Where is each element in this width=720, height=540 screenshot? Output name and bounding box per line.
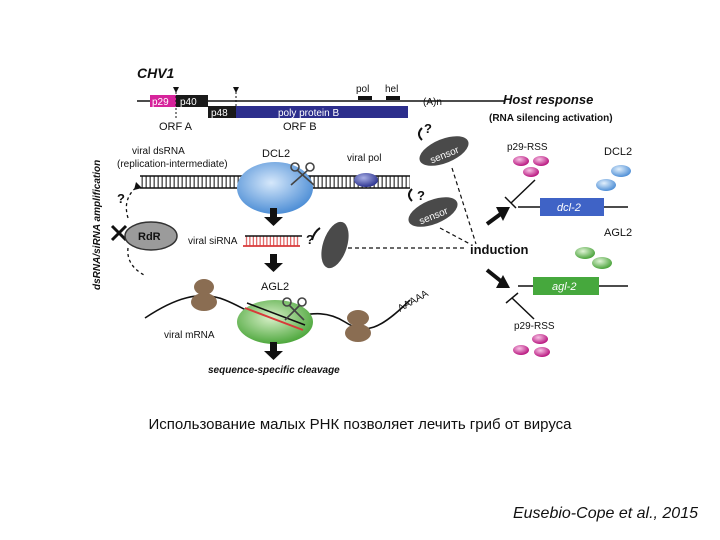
signal-dash-middle <box>439 227 471 245</box>
induction-arrow-up <box>485 207 510 226</box>
p40-box <box>176 95 208 107</box>
agl2-host-protein-label: AGL2 <box>604 227 632 239</box>
question-mark-middle: ? <box>417 188 425 203</box>
amplification-loop-up <box>125 185 139 219</box>
viral-dsrna-label: viral dsRNA <box>132 146 185 157</box>
ribosome-right <box>345 310 371 342</box>
loaded-mrna-segment <box>246 302 306 326</box>
p29-rss-upper-proteins <box>513 156 549 177</box>
arrow3-head <box>264 351 283 360</box>
orf-b-label: ORF B <box>283 121 317 133</box>
dcl2-gene-box <box>540 198 604 216</box>
pol-label: pol <box>356 84 369 95</box>
amplification-arrowhead-up <box>134 182 142 190</box>
aaaaa-label: AAAAA <box>396 288 431 314</box>
poly-protein-b-box <box>236 106 408 118</box>
hel-label: hel <box>385 84 398 95</box>
induction-arrow-down <box>485 268 510 288</box>
sirna-rungs <box>245 236 300 246</box>
p29-cleavage-arrowhead <box>173 87 179 93</box>
p48-label: p48 <box>211 108 228 119</box>
induction-label: induction <box>470 242 529 257</box>
slide-caption: Использование малых РНК позволяет лечить… <box>148 416 572 433</box>
agl2-scissors-icon <box>282 297 307 321</box>
ribosome-left <box>191 279 217 311</box>
hel-bar <box>386 96 400 100</box>
p48-cleavage-arrowhead <box>233 87 239 93</box>
amplification-side-label: dsRNA/siRNA amplification <box>92 160 103 290</box>
cleavage-label: sequence-specific cleavage <box>208 365 340 376</box>
host-response-title: Host response <box>503 92 593 107</box>
p48-box <box>208 106 236 118</box>
agl2-gene-box <box>533 277 599 295</box>
rdr-label: RdR <box>138 231 161 243</box>
sensor-lower: sensor <box>311 221 362 269</box>
viral-dsrna-sublabel: (replication-intermediate) <box>117 159 228 170</box>
sensor-middle: sensor <box>408 188 458 227</box>
loaded-sirna-strand <box>244 307 304 331</box>
rdr-enzyme <box>124 221 178 251</box>
arrow3-shaft <box>270 342 277 352</box>
arrow1-head <box>264 217 283 226</box>
viral-pol-label: viral pol <box>347 153 381 164</box>
viral-pol-enzyme <box>354 173 378 187</box>
orf-a-label: ORF A <box>159 121 193 133</box>
dcl2-host-proteins <box>596 165 631 191</box>
p29-rss-lower-label: p29-RSS <box>514 321 555 332</box>
citation: Eusebio-Cope et al., 2015 <box>512 505 698 522</box>
dcl2-scissors-icon <box>290 162 315 186</box>
dcl2-enzyme <box>237 162 313 214</box>
p29-rss-upper-label: p29-RSS <box>507 142 548 153</box>
p29-label: p29 <box>152 97 169 108</box>
viral-mrna-label: viral mRNA <box>164 330 215 341</box>
signal-dash-upper <box>451 167 477 245</box>
host-response-subtitle: (RNA silencing activation) <box>489 113 613 124</box>
agl2-host-proteins <box>575 247 612 269</box>
arrow2-shaft <box>270 254 277 264</box>
agl2-enzyme-label: AGL2 <box>261 281 289 293</box>
pol-bar <box>358 96 372 100</box>
poly-protein-b-label: poly protein B <box>278 108 339 119</box>
dcl2-host-protein-label: DCL2 <box>604 146 632 158</box>
agl2-gene-label: agl-2 <box>552 281 576 293</box>
dcl2-gene-label: dcl-2 <box>557 202 581 214</box>
question-mark-left: ? <box>117 191 125 206</box>
arrow1-shaft <box>270 208 277 218</box>
arrow2-head <box>264 263 283 272</box>
p29-rss-lower-proteins <box>513 334 550 357</box>
poly-a-label: (A)n <box>423 97 442 108</box>
amplification-loop-down <box>127 247 147 277</box>
block-x-icon <box>110 224 128 242</box>
rna-silencing-diagram: CHV1 p29 p40 p48 poly protein B pol hel … <box>92 65 632 376</box>
viral-sirna-label: viral siRNA <box>188 236 238 247</box>
p40-label: p40 <box>180 97 197 108</box>
question-mark-sirna: ? <box>306 232 314 247</box>
p29-inhibition-lower <box>505 292 535 320</box>
question-mark-upper: ? <box>424 121 432 136</box>
p29-box <box>150 95 176 107</box>
p29-inhibition-upper <box>504 179 536 209</box>
virus-name: CHV1 <box>137 65 175 81</box>
dcl2-enzyme-label: DCL2 <box>262 148 290 160</box>
